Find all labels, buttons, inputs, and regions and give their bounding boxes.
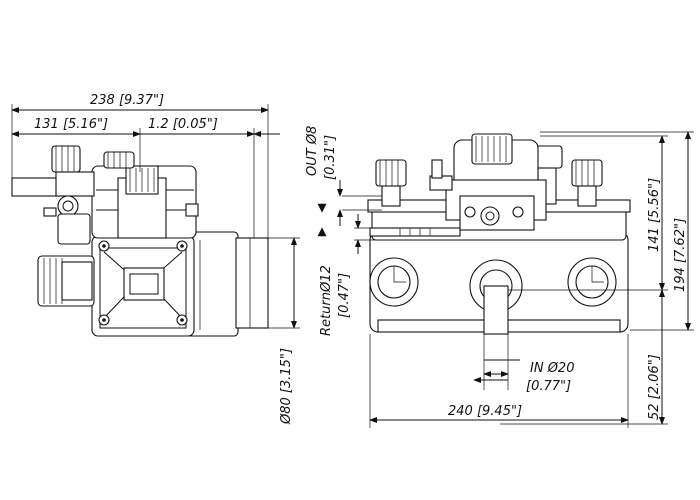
dim-base-height: 52 [2.06"] — [647, 354, 662, 420]
dim-width: 240 [9.45"] — [448, 404, 522, 419]
dim-outlet-diameter: Ø80 [3.15"] — [279, 348, 294, 425]
dim-front-length: 131 [5.16"] — [34, 117, 108, 132]
dim-return-diameter: ReturnØ12 — [319, 265, 334, 336]
dim-inlet-diameter: IN Ø20 — [530, 361, 574, 376]
dim-height-194: 194 [7.62"] — [673, 218, 688, 292]
dim-offset: 1.2 [0.05"] — [148, 117, 218, 132]
front-view-dimensions: 141 [5.56"] 194 [7.62"] 52 [2.06"] 240 [… — [305, 126, 694, 428]
side-view — [11, 145, 269, 337]
dim-out-inch: [0.31"] — [323, 135, 338, 180]
out-flow-arrow-icon — [317, 203, 327, 213]
dim-height-141: 141 [5.56"] — [647, 178, 662, 252]
dim-inlet-inch: [0.77"] — [526, 379, 571, 394]
return-flow-arrow-icon — [317, 227, 327, 237]
front-view — [367, 133, 631, 335]
dim-overall-length: 238 [9.37"] — [90, 93, 164, 108]
dim-return-inch: [0.47"] — [337, 273, 352, 318]
side-view-dimensions: 238 [9.37"] 131 [5.16"] 1.2 [0.05"] Ø80 … — [11, 93, 300, 425]
dim-out-diameter: OUT Ø8 — [305, 126, 320, 176]
